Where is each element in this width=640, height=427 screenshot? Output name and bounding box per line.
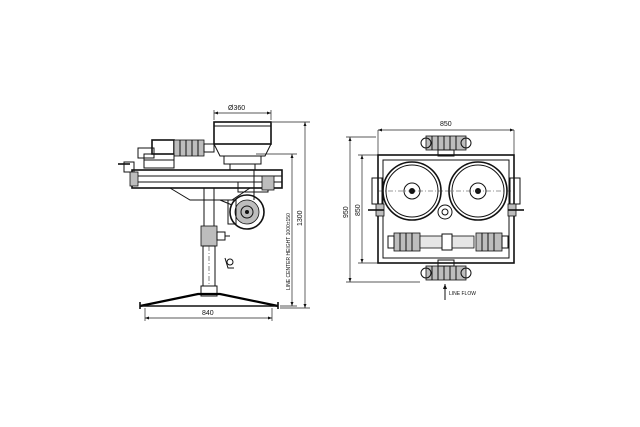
lower-left-motor bbox=[387, 232, 443, 252]
diameter-dimension: Ø360 bbox=[213, 105, 272, 120]
line-center-dimension: LINE CENTER HEIGHT 1000±150 bbox=[256, 153, 297, 307]
bottom-motor bbox=[420, 259, 472, 281]
center-post bbox=[437, 204, 453, 220]
line-center-label: LINE CENTER HEIGHT 1000±150 bbox=[286, 213, 292, 290]
right-roller bbox=[446, 161, 514, 221]
left-roller bbox=[378, 161, 446, 221]
top-outer-height-label: 950 bbox=[343, 206, 350, 218]
top-width-dimension: 850 bbox=[377, 121, 515, 155]
lower-right-motor bbox=[451, 232, 509, 252]
total-height-dimension: 1300 bbox=[272, 121, 310, 309]
line-flow-label: LINE FLOW bbox=[449, 291, 476, 297]
total-height-label: 1300 bbox=[297, 210, 304, 226]
motor-assembly bbox=[137, 139, 215, 169]
column bbox=[200, 187, 234, 297]
diameter-label: Ø360 bbox=[228, 105, 245, 112]
side-view: Ø360 bbox=[118, 105, 310, 321]
top-view: 850 950 850 bbox=[343, 121, 524, 300]
side-brackets bbox=[368, 177, 524, 217]
base-width-label: 840 bbox=[202, 310, 214, 317]
base-dimension: 840 bbox=[144, 308, 273, 321]
top-inner-height-dimension: 850 bbox=[355, 154, 378, 264]
main-arm bbox=[118, 161, 283, 201]
line-flow-arrow: LINE FLOW bbox=[443, 284, 476, 300]
base bbox=[139, 292, 279, 309]
drive-wheel bbox=[219, 194, 265, 230]
top-inner-height-label: 850 bbox=[355, 204, 362, 216]
hopper-bowl bbox=[213, 121, 272, 170]
top-width-label: 850 bbox=[440, 121, 452, 128]
top-motor bbox=[420, 135, 472, 157]
top-outer-height-dimension: 950 bbox=[343, 136, 420, 283]
